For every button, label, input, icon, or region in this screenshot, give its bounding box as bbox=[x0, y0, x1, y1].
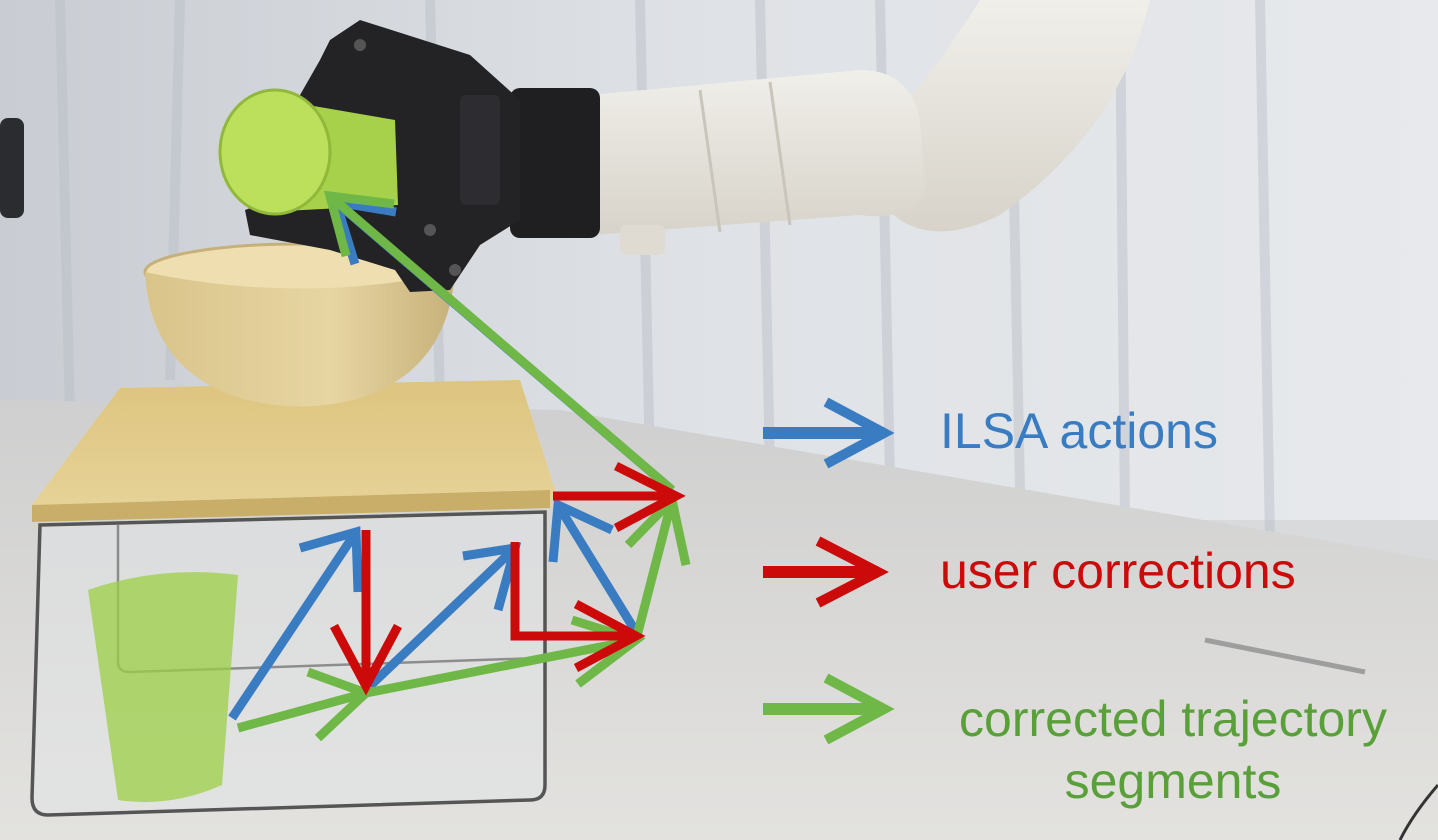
legend-corrected-label: corrected trajectory segments bbox=[959, 691, 1387, 809]
robot-arm bbox=[510, 0, 1150, 255]
legend-ilsa-label: ILSA actions bbox=[940, 403, 1218, 459]
user-corrections-arrows bbox=[330, 461, 686, 696]
legend-user-arrow bbox=[763, 536, 889, 608]
legend-user-label: user corrections bbox=[940, 543, 1296, 599]
green-cup-held bbox=[218, 88, 398, 216]
table-groove bbox=[1204, 637, 1366, 675]
legend-corrected-arrow bbox=[763, 673, 895, 745]
green-cup-transparent bbox=[88, 572, 238, 803]
wooden-bowl bbox=[145, 272, 455, 407]
wooden-board-edge bbox=[32, 490, 550, 522]
dark-object bbox=[0, 118, 24, 218]
legend-ilsa-arrow bbox=[763, 397, 895, 469]
cable bbox=[1398, 784, 1438, 840]
wooden-board bbox=[32, 380, 555, 522]
